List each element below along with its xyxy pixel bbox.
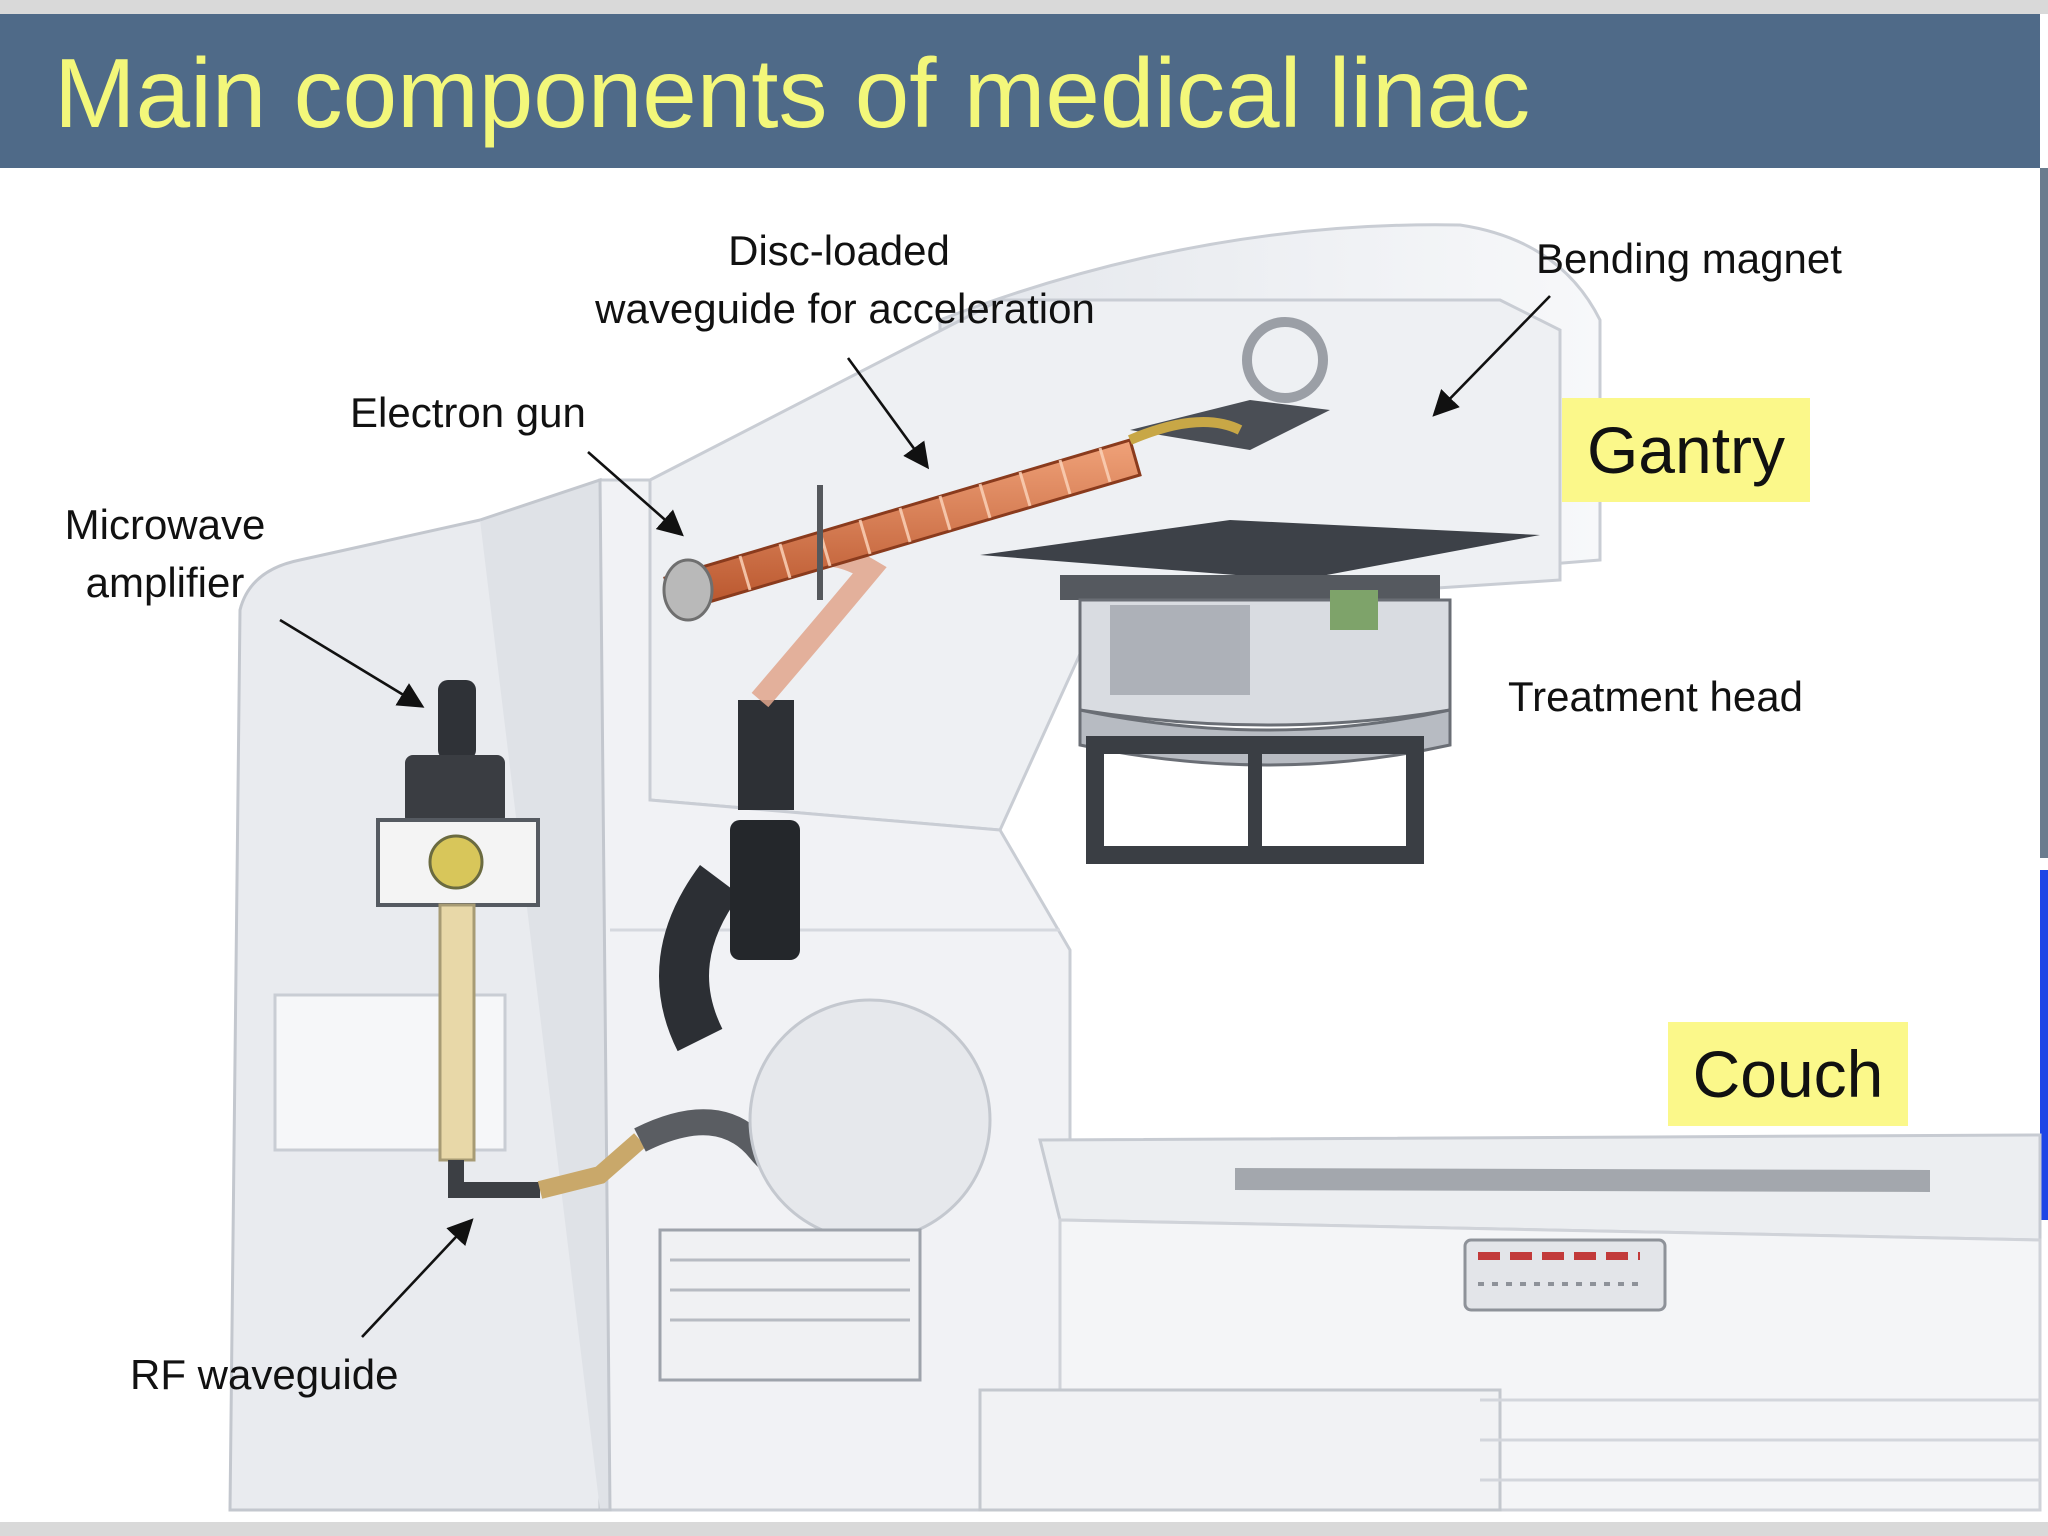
label-bending-magnet: Bending magnet bbox=[1536, 235, 1842, 282]
right-edge-blue-strip bbox=[2040, 870, 2048, 1220]
linac-illustration bbox=[228, 223, 2042, 1512]
treatment-couch bbox=[978, 1133, 2042, 1512]
label-rf-waveguide: RF waveguide bbox=[130, 1351, 399, 1398]
bottom-border-strip bbox=[0, 1522, 2048, 1536]
accelerating-waveguide bbox=[662, 438, 1142, 622]
label-waveguide-line2: waveguide for acceleration bbox=[595, 285, 1095, 332]
label-microwave-line1: Microwave bbox=[64, 501, 266, 548]
electron-gun-end bbox=[662, 558, 714, 622]
stand-column bbox=[228, 477, 612, 1512]
slide-title: Main components of medical linac bbox=[54, 38, 1531, 148]
treatment-head bbox=[980, 520, 1540, 864]
top-border-strip bbox=[0, 0, 2048, 14]
label-electron-gun: Electron gun bbox=[350, 389, 586, 436]
right-edge-strip bbox=[2040, 168, 2048, 858]
bending-magnet bbox=[1128, 317, 1330, 450]
microwave-amplifier bbox=[376, 680, 540, 1198]
label-couch: Couch bbox=[1668, 1022, 1908, 1126]
label-microwave-line2: amplifier bbox=[85, 559, 245, 606]
rf-waveguide-assembly bbox=[537, 544, 992, 1382]
label-gantry: Gantry bbox=[1562, 398, 1810, 502]
label-waveguide-line1: Disc-loaded bbox=[728, 227, 950, 274]
label-treatment-head: Treatment head bbox=[1508, 673, 1803, 720]
title-bar: Main components of medical linac bbox=[0, 14, 2040, 168]
